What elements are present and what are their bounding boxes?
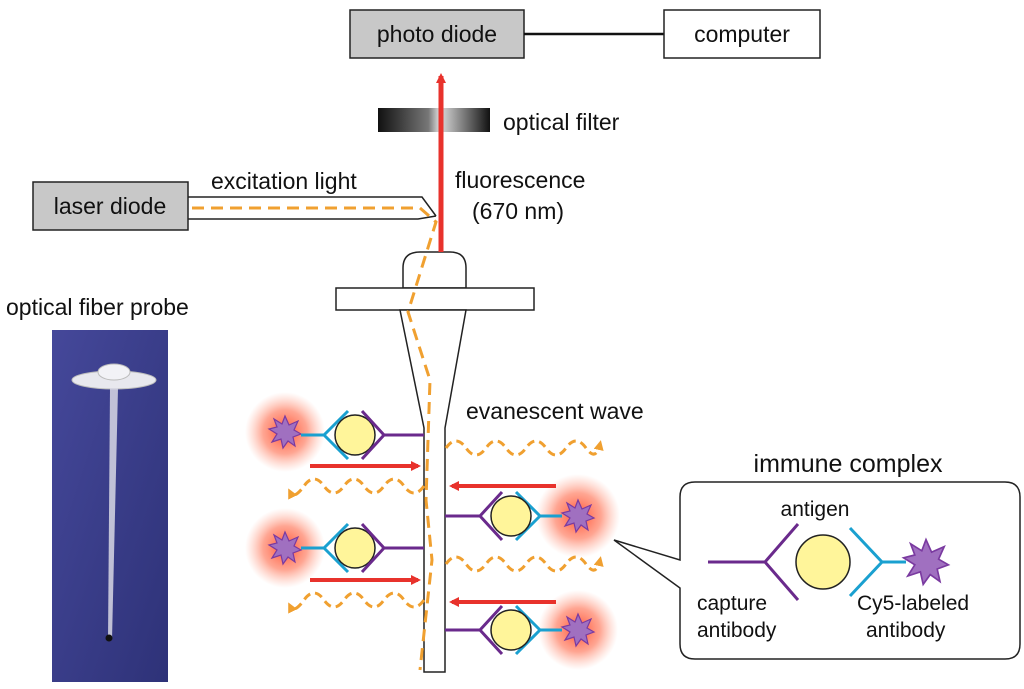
computer-label: computer — [694, 21, 790, 47]
evanescent-wave-left-2 — [288, 591, 426, 614]
fluorescence-wavelength-label: (670 nm) — [472, 198, 564, 224]
photo-diode-box — [349, 9, 525, 59]
bound-complex-right-2 — [445, 590, 618, 670]
evanescent-wave-left-1 — [288, 477, 426, 500]
capture-antibody-label-line2: antibody — [697, 619, 777, 642]
optical-fiber-probe-label: optical fiber probe — [6, 294, 189, 320]
computer-box — [663, 9, 821, 59]
excitation-fiber — [188, 196, 437, 220]
laser-diode-box — [32, 181, 189, 231]
evanescent-wave-right-2 — [444, 555, 604, 573]
photo-diode-label: photo diode — [377, 21, 497, 47]
optical-filter-label: optical filter — [503, 109, 620, 135]
probe-dome — [402, 251, 467, 289]
capture-antibody-label-line1: capture — [697, 592, 767, 615]
excitation-light-label: excitation light — [211, 168, 357, 194]
cy5-antibody-label-line1: Cy5-labeled — [857, 592, 969, 615]
bound-complex-right-1 — [445, 474, 620, 558]
immune-complex-title: immune complex — [754, 450, 943, 478]
optical-fiber-probe-photo — [52, 330, 168, 682]
fluorescence-label: fluorescence — [455, 167, 585, 193]
laser-diode-label: laser diode — [54, 193, 167, 219]
excitation-light-path — [192, 206, 438, 671]
probe-taper — [399, 309, 467, 673]
optical-filter — [378, 108, 490, 132]
evanescent-wave-label: evanescent wave — [466, 398, 644, 424]
probe-flange — [335, 287, 535, 311]
antigen-label: antigen — [781, 498, 850, 521]
bound-complex-left-2 — [245, 508, 424, 588]
evanescent-wave-right-1 — [444, 439, 604, 457]
bound-complex-left-1 — [245, 392, 424, 472]
immune-complex-illustration — [708, 523, 950, 601]
cy5-antibody-label-line2: antibody — [866, 619, 946, 642]
